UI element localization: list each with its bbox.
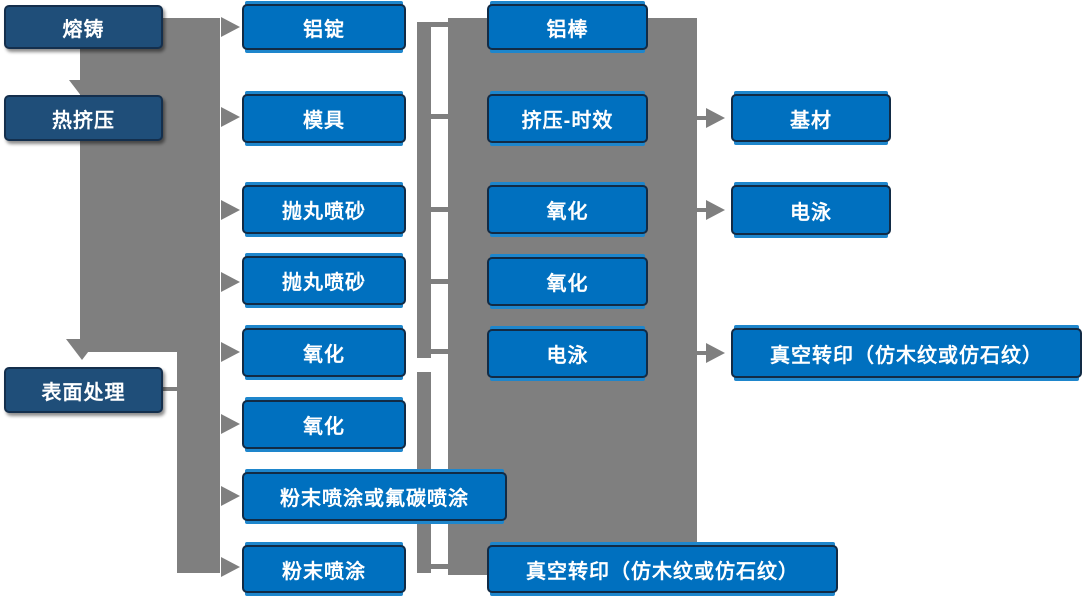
connector-oxidation-row	[429, 349, 450, 354]
arrow-right-to-vacuum-transfer-icon	[706, 343, 725, 363]
node-extrusion-aging: 挤压-时效	[487, 94, 648, 143]
arrow-stub-to-substrate	[695, 116, 709, 120]
arrow-right-to-electrophoresis-icon	[706, 200, 725, 220]
arrow-right-to-powder-fluorocarbon-icon	[221, 486, 240, 506]
node-oxidation-2: 氧化	[242, 400, 406, 449]
arrow-right-to-oxidation-2-icon	[221, 414, 240, 434]
node-vacuum-transfer-print-right: 真空转印（仿木纹或仿石纹）	[731, 328, 1082, 378]
arrow-down-to-surface-treatment-icon	[66, 339, 98, 360]
connector-powder-to-vacuum-transfer	[429, 564, 450, 569]
arrow-stub-to-vacuum-transfer	[695, 351, 709, 355]
connector-shotblast2-row	[429, 279, 450, 284]
arrow-right-to-powder-coating-icon	[221, 557, 240, 577]
connector-mold-to-extrusion-aging	[429, 114, 450, 119]
arrow-down-to-hot-extrusion-icon	[69, 80, 95, 97]
arrow-right-to-shot-blast-2-icon	[221, 272, 240, 292]
node-hot-extrusion: 热挤压	[4, 95, 163, 141]
node-electrophoresis-2: 电泳	[731, 185, 891, 235]
arrow-right-to-oxidation-1-icon	[221, 342, 240, 362]
connector-shotblast1-row	[429, 207, 450, 212]
connector-surface-treatment-line	[163, 387, 179, 391]
arrow-right-to-mold-icon	[221, 107, 240, 127]
node-vacuum-transfer-print-bottom: 真空转印（仿木纹或仿石纹）	[487, 545, 838, 593]
arrow-right-to-substrate-icon	[706, 108, 725, 128]
connector-ingot-to-rod	[429, 22, 450, 27]
node-surface-treatment: 表面处理	[4, 367, 163, 413]
node-oxidation-4: 氧化	[487, 257, 648, 306]
node-aluminum-ingot: 铝锭	[242, 4, 406, 50]
band-col1-vertical	[177, 18, 220, 573]
node-shot-blast-sandblast-2: 抛丸喷砂	[242, 256, 406, 305]
arrow-stub-to-electrophoresis	[695, 208, 709, 212]
node-oxidation-3: 氧化	[487, 185, 648, 234]
node-powder-coating: 粉末喷涂	[242, 545, 406, 593]
node-shot-blast-sandblast-1: 抛丸喷砂	[242, 185, 406, 234]
node-melting-casting: 熔铸	[4, 5, 163, 49]
arrow-right-to-shot-blast-1-icon	[221, 200, 240, 220]
node-powder-or-fluorocarbon-coating: 粉末喷涂或氟碳喷涂	[242, 472, 507, 521]
arrow-right-to-aluminum-ingot-icon	[221, 17, 240, 37]
node-mold: 模具	[242, 94, 406, 143]
node-electrophoresis-1: 电泳	[487, 329, 648, 378]
node-substrate: 基材	[731, 94, 891, 142]
node-oxidation-1: 氧化	[242, 328, 406, 377]
band-col2-col3-upper	[417, 22, 431, 358]
node-aluminum-rod: 铝棒	[487, 4, 648, 50]
